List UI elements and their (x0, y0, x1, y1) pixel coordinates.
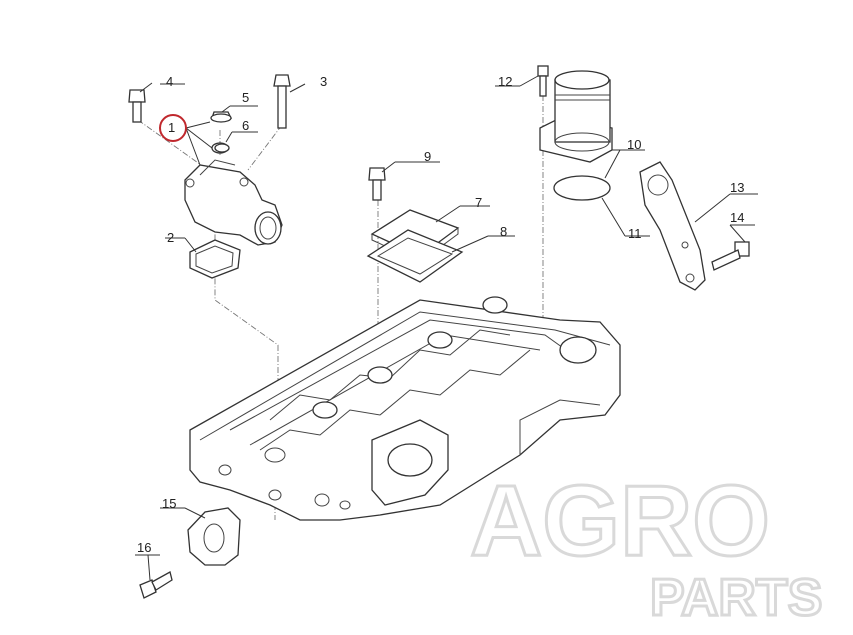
callout-16: 16 (137, 540, 151, 555)
watermark-line2: PARTS (650, 569, 822, 627)
flange-plate (187, 507, 241, 566)
callout-1-highlight-circle (159, 114, 187, 142)
callout-13: 13 (730, 180, 744, 195)
watermark-line1: AGRO (470, 465, 770, 577)
watermark: AGRO PARTS (469, 464, 824, 629)
plate-gasket (366, 229, 464, 283)
cylinder-head (189, 296, 621, 521)
housing-gasket (189, 239, 241, 279)
callout-3: 3 (320, 74, 327, 89)
callout-9: 9 (424, 149, 431, 164)
ring-seal (553, 175, 611, 201)
callout-5: 5 (242, 90, 249, 105)
short-bolt-left (128, 89, 146, 123)
callout-11: 11 (628, 226, 642, 241)
callout-15: 15 (162, 496, 176, 511)
thermostat-housing (184, 142, 283, 246)
small-bolt (537, 65, 549, 97)
lifting-bracket (639, 161, 706, 291)
callout-4: 4 (166, 74, 173, 89)
callout-10: 10 (627, 137, 641, 152)
cover-bolt (368, 167, 386, 201)
bracket-bolt (711, 241, 750, 271)
long-bolt (273, 74, 291, 129)
callout-labels: 1 2 3 4 5 6 7 8 9 10 11 12 13 14 15 16 (137, 74, 744, 555)
callout-2: 2 (167, 230, 174, 245)
callout-12: 12 (498, 74, 512, 89)
o-ring (214, 143, 230, 153)
leader-lines (135, 75, 758, 581)
callout-8: 8 (500, 224, 507, 239)
flange-bolt (139, 571, 173, 599)
callout-6: 6 (242, 118, 249, 133)
flanged-cylinder (539, 70, 613, 163)
callout-7: 7 (475, 195, 482, 210)
callout-1: 1 (168, 120, 175, 135)
callout-14: 14 (730, 210, 744, 225)
cap (210, 111, 233, 123)
